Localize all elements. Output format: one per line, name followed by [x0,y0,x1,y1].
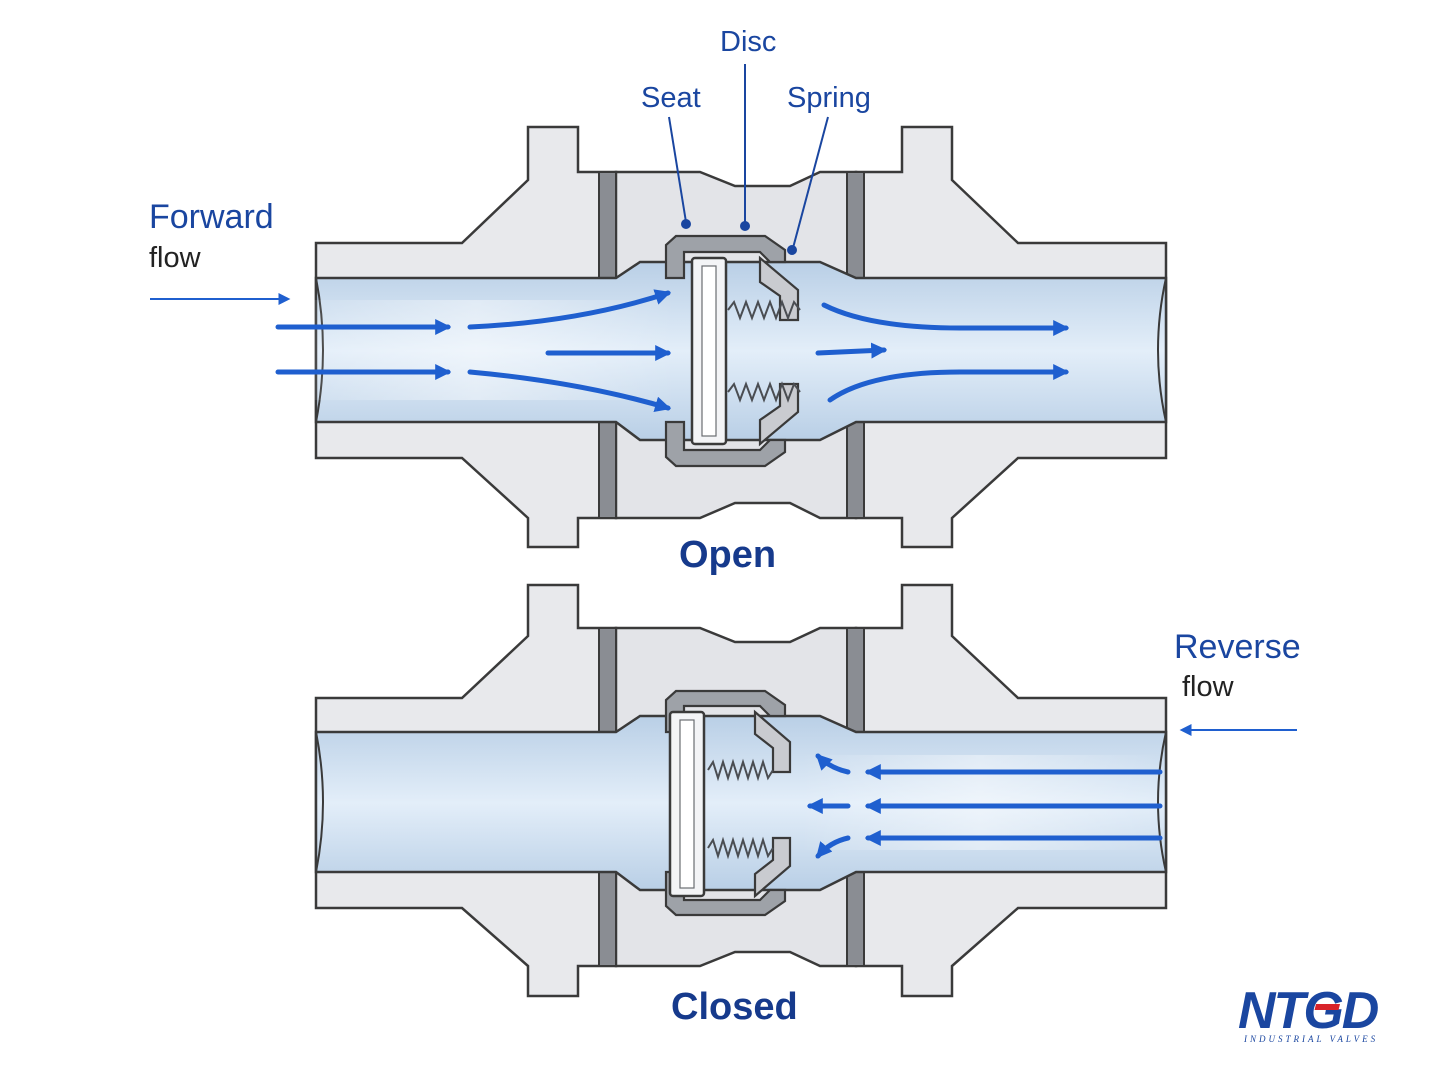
left-gasket [598,171,617,279]
svg-text:INDUSTRIAL VALVES: INDUSTRIAL VALVES [1243,1034,1378,1044]
callout-lines [668,64,829,255]
ntgd-logo-mark: NTGD INDUSTRIAL VALVES [1238,982,1381,1044]
forward-flow-sub: flow [149,242,201,274]
forward-flow-arrows [275,289,1070,413]
open-state-label: Open [679,534,777,576]
disc-label: Disc [720,26,777,58]
spring-label: Spring [787,82,871,114]
open-valve [150,64,1168,549]
right-gasket [846,171,865,279]
spring-lower [727,381,801,403]
svg-text:NTGD: NTGD [1238,982,1379,1040]
closed-state-label: Closed [671,986,798,1028]
reverse-flow-sub: flow [1182,671,1234,703]
right-gasket-lower [846,421,865,519]
seat-housing [664,234,787,280]
closed-valve [314,583,1297,998]
forward-flow-title: Forward [149,198,274,236]
reverse-flow-title: Reverse [1174,628,1301,666]
spring-upper [727,299,801,321]
reverse-flow-arrows [806,753,1163,859]
left-gasket-lower [598,421,617,519]
ntgd-logo: NTGD INDUSTRIAL VALVES [1236,980,1426,1050]
spring-lower-closed [707,836,774,860]
seat-label: Seat [641,82,701,114]
spring-upper-closed [707,758,774,782]
